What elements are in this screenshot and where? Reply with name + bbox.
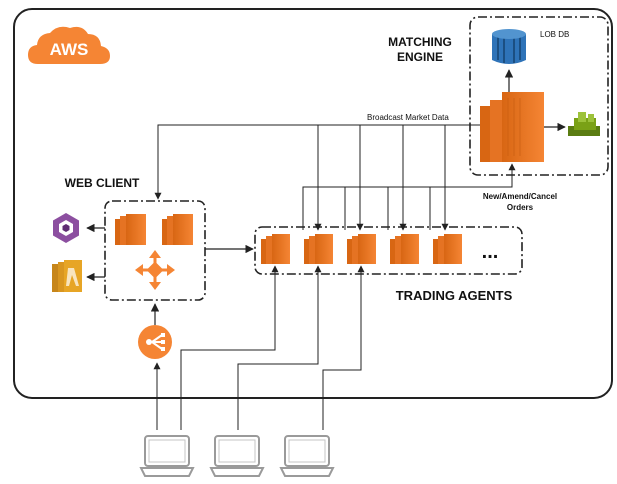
trading-agents-icons bbox=[261, 234, 462, 264]
trading-agent-ec2-icon bbox=[433, 234, 462, 264]
load-balancer-icon bbox=[138, 325, 172, 359]
broadcast-line-webclient bbox=[154, 124, 480, 200]
matching-engine-title-1: MATCHING bbox=[388, 35, 452, 49]
web-client-group bbox=[104, 200, 206, 301]
orders-line-branches bbox=[344, 187, 431, 230]
matching-engine-group bbox=[469, 16, 609, 176]
aws-cloud-boundary bbox=[13, 8, 613, 399]
cognito-icon bbox=[53, 213, 79, 243]
matching-engine-ec2-icon bbox=[480, 92, 544, 162]
web-client-ec2-icon bbox=[115, 214, 146, 245]
matching-engine-title-2: ENGINE bbox=[397, 50, 443, 64]
laptop-icon bbox=[209, 435, 265, 477]
trading-agent-ec2-icon bbox=[390, 234, 419, 264]
dynamodb-icon bbox=[492, 29, 526, 64]
web-client-title: WEB CLIENT bbox=[65, 176, 140, 190]
aws-logo-text: AWS bbox=[50, 40, 89, 59]
laptop-1-to-agent-1-line bbox=[180, 265, 279, 430]
orders-line bbox=[302, 163, 516, 230]
laptop-3-to-agent-3-line bbox=[322, 265, 365, 430]
trading-agents-title: TRADING AGENTS bbox=[396, 288, 513, 303]
broadcast-label: Broadcast Market Data bbox=[367, 113, 449, 122]
trading-agents-ellipsis: ... bbox=[482, 241, 499, 263]
laptops bbox=[139, 435, 335, 477]
aws-logo: AWS bbox=[28, 26, 110, 64]
trading-agent-ec2-icon bbox=[261, 234, 290, 264]
lambda-icon bbox=[52, 260, 82, 292]
trading-agent-ec2-icon bbox=[347, 234, 376, 264]
orders-label-2: Orders bbox=[507, 203, 534, 212]
lob-db-label: LOB DB bbox=[540, 30, 569, 39]
auto-scaling-icon bbox=[135, 250, 175, 290]
sqs-queue-icon bbox=[568, 112, 600, 136]
laptop-icon bbox=[279, 435, 335, 477]
laptop-2-to-agent-2-line bbox=[237, 265, 322, 430]
trading-agents-group bbox=[254, 226, 523, 275]
web-client-ec2-icon bbox=[162, 214, 193, 245]
trading-agent-ec2-icon bbox=[304, 234, 333, 264]
orders-label-1: New/Amend/Cancel bbox=[483, 192, 557, 201]
laptop-icon bbox=[139, 435, 195, 477]
